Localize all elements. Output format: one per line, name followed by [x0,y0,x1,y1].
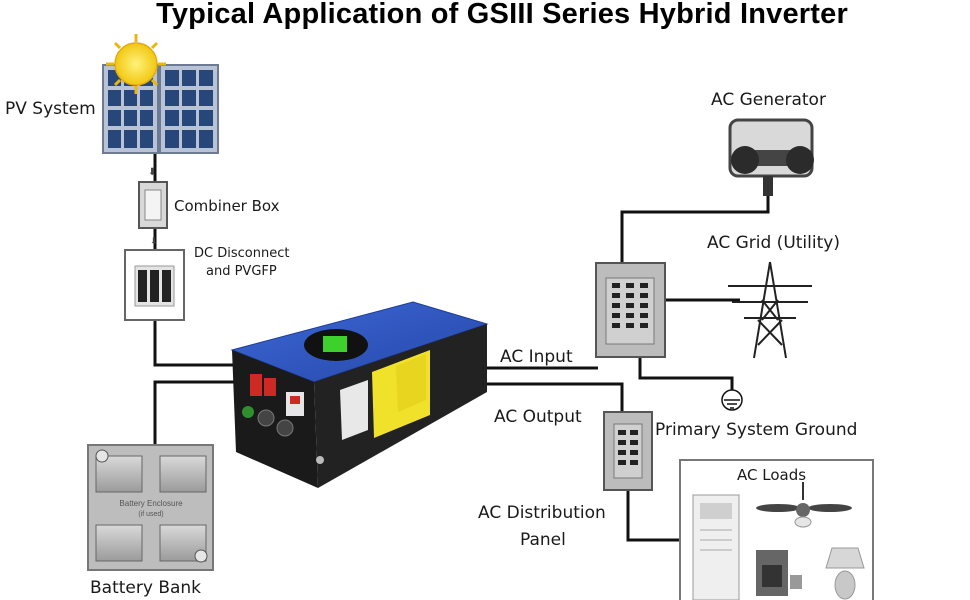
ground-symbol-icon [721,389,743,411]
ac-grid-label: AC Grid (Utility) [707,233,840,253]
ac-output-label: AC Output [494,407,582,427]
primary-ground-label: Primary System Ground [655,420,857,440]
hybrid-inverter [230,301,489,488]
pv-system-label: PV System [5,99,96,119]
ac-distribution-label: AC Distribution [478,503,606,523]
diagram-title: Typical Application of GSIII Series Hybr… [156,0,848,30]
ac-loads: AC Loads [679,459,874,600]
dc-disconnect: DC Disconnect and PVGFP [124,246,289,321]
pv-system: PV System ⬇ [5,34,219,178]
ac-generator-label: AC Generator [711,90,826,110]
ac-input-label: AC Input [500,347,573,367]
battery-bank: Battery Enclosure (if used) Battery Bank [87,444,214,598]
ceiling-fan-icon [756,482,852,528]
combiner-box: Combiner Box ⬇ [138,181,280,246]
battery-enclosure-label-2: (if used) [138,511,163,518]
arrow-down-icon: ⬇ [150,236,158,246]
combiner-box-label: Combiner Box [174,197,280,215]
power-tower-icon [728,261,812,359]
sun-icon [106,34,166,94]
lamp-icon [825,547,865,600]
battery-enclosure-label: Battery Enclosure [119,499,183,508]
arrow-down-icon: ⬇ [148,167,156,178]
air-conditioner-icon [692,494,740,600]
coffee-maker-icon [756,550,802,596]
dc-disconnect-label: DC Disconnect [194,246,289,261]
wiring [153,153,770,542]
lcd-display [323,336,347,352]
ac-grid: AC Grid (Utility) [707,233,840,359]
ac-distribution-label-2: Panel [520,530,566,550]
ac-generator: AC Generator [711,90,826,196]
ac-loads-label: AC Loads [737,466,806,484]
ac-distribution-panel: AC Distribution Panel [478,411,653,550]
battery-bank-label: Battery Bank [90,578,201,598]
dc-disconnect-label-2: and PVGFP [206,264,277,279]
main-breaker-panel [595,262,666,358]
